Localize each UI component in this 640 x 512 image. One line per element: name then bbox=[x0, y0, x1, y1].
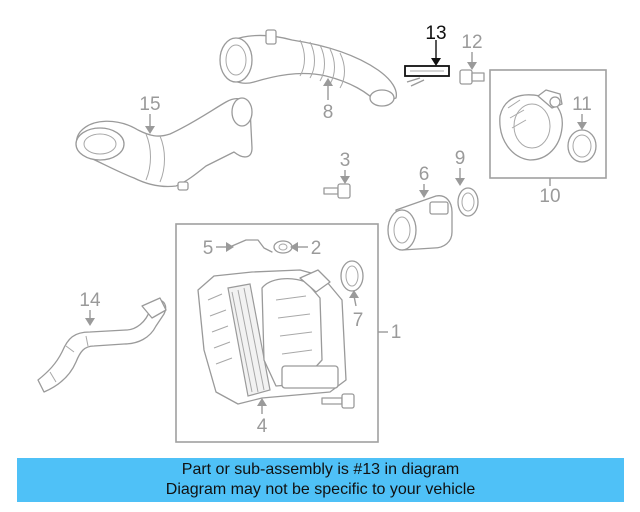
leader-7 bbox=[349, 290, 359, 307]
leader-2 bbox=[290, 242, 308, 252]
part-1-frame bbox=[175, 223, 379, 443]
part-10-frame bbox=[489, 69, 607, 179]
callout-13: 13 bbox=[425, 23, 446, 44]
part-14-tube bbox=[37, 297, 167, 393]
leader-4 bbox=[257, 398, 267, 414]
parts-diagram: 13 12 8 15 11 10 3 6 9 5 2 bbox=[37, 23, 607, 443]
leader-8 bbox=[323, 78, 333, 100]
part-8-intake-hose bbox=[219, 29, 398, 107]
part-11-seal-ring bbox=[567, 129, 597, 163]
part-1-air-cleaner-housing bbox=[197, 269, 347, 405]
callout-14: 14 bbox=[79, 290, 101, 311]
leader-3 bbox=[340, 170, 350, 184]
part-15-intake-duct bbox=[75, 97, 253, 191]
callout-15: 15 bbox=[139, 94, 160, 115]
banner-line-2: Diagram may not be specific to your vehi… bbox=[165, 481, 476, 498]
callout-3: 3 bbox=[340, 150, 351, 171]
callout-9: 9 bbox=[455, 148, 466, 169]
callout-1: 1 bbox=[391, 322, 402, 343]
callout-4: 4 bbox=[257, 416, 268, 437]
part-9-clamp bbox=[457, 187, 479, 217]
callout-10: 10 bbox=[539, 186, 560, 207]
part-12-bolt bbox=[459, 69, 485, 85]
part-7-seal bbox=[340, 260, 364, 292]
callout-6: 6 bbox=[419, 164, 430, 185]
leader-5 bbox=[216, 242, 234, 252]
leader-9 bbox=[455, 168, 465, 186]
part-3-bolt bbox=[323, 183, 351, 199]
callout-5: 5 bbox=[203, 238, 214, 259]
leader-14 bbox=[85, 310, 95, 326]
leader-12 bbox=[467, 52, 477, 70]
part-6-air-mass-sensor bbox=[387, 195, 453, 251]
leader-13 bbox=[431, 40, 441, 66]
part-4-bolt bbox=[321, 393, 355, 409]
part-13-strip bbox=[404, 65, 450, 87]
callout-2: 2 bbox=[311, 238, 322, 259]
callout-7: 7 bbox=[353, 310, 364, 331]
callout-12: 12 bbox=[461, 32, 482, 53]
callout-11: 11 bbox=[572, 94, 592, 115]
part-10-housing bbox=[499, 89, 563, 161]
leader-6 bbox=[419, 184, 429, 198]
leader-11 bbox=[577, 114, 587, 130]
callout-8: 8 bbox=[323, 102, 334, 123]
part-5-clip bbox=[231, 239, 273, 253]
banner-line-1: Part or sub-assembly is #13 in diagram bbox=[181, 461, 460, 478]
info-banner: Part or sub-assembly is #13 in diagram D… bbox=[17, 458, 624, 502]
part-2-grommet bbox=[273, 240, 293, 254]
leader-15 bbox=[145, 114, 155, 134]
